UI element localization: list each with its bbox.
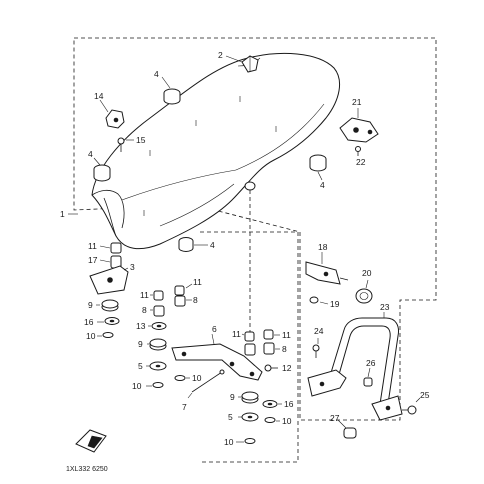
callout-6: 6 — [212, 324, 217, 334]
seat-bracket-2 — [241, 55, 259, 73]
rod-7 — [191, 369, 225, 393]
callout-17: 17 — [88, 255, 98, 265]
drawing-code: 1XL332 6250 — [66, 466, 108, 473]
bolt-24 — [312, 344, 320, 358]
nut-10-center-b — [174, 375, 186, 381]
callout-10-right-a: 10 — [282, 416, 292, 426]
seat-hook-14 — [105, 109, 125, 129]
collar-11-left — [110, 242, 122, 254]
nut-10-left — [102, 332, 114, 338]
callout-3: 3 — [130, 262, 135, 272]
callout-22: 22 — [356, 157, 366, 167]
nut-10-right-b — [244, 438, 256, 444]
cap-27 — [343, 427, 357, 439]
callout-13: 13 — [136, 321, 146, 331]
callout-10-right-b: 10 — [224, 437, 234, 447]
damper-4-left — [93, 164, 111, 182]
orientation-mark — [75, 429, 107, 453]
callout-2: 2 — [218, 50, 223, 60]
washer-5-center — [149, 361, 167, 371]
callout-11-right-a: 11 — [232, 329, 241, 339]
callout-20: 20 — [362, 268, 372, 278]
seat-lock-21 — [339, 117, 379, 143]
callout-25: 25 — [420, 390, 430, 400]
callout-23: 23 — [380, 302, 390, 312]
washer-16-right — [262, 400, 278, 408]
damper-4-bottom — [178, 237, 194, 252]
nut-10-right-a — [264, 417, 276, 423]
callout-8-right: 8 — [282, 344, 287, 354]
hinge-plate-6 — [171, 343, 263, 381]
callout-16-left: 16 — [84, 317, 94, 327]
callout-10-center-b: 10 — [192, 373, 202, 383]
callout-9-right: 9 — [230, 392, 235, 402]
nut-10-center-a — [152, 382, 164, 388]
callout-21: 21 — [352, 97, 362, 107]
callout-7: 7 — [182, 402, 187, 412]
callout-11-left: 11 — [88, 241, 97, 251]
assembly-boundary — [73, 37, 437, 421]
callout-4-top: 4 — [154, 69, 159, 79]
callout-9-center: 9 — [138, 339, 143, 349]
callout-11-right-b: 11 — [282, 330, 291, 340]
cap-19 — [309, 296, 319, 304]
washer-16-left — [104, 317, 120, 325]
bolt-15 — [117, 137, 125, 152]
damper-4-top — [163, 88, 181, 105]
callout-8-center-a: 8 — [142, 305, 147, 315]
callout-15: 15 — [136, 135, 146, 145]
assembly-boundary-lower — [200, 231, 299, 463]
damper-9-left — [101, 299, 119, 312]
callout-11-center-a: 11 — [140, 290, 149, 300]
screw-22 — [355, 146, 361, 156]
spacer-8-center-a — [153, 305, 165, 317]
spacer-8-right — [244, 342, 275, 356]
callout-9-left: 9 — [88, 300, 93, 310]
callout-8-center-b: 8 — [193, 295, 198, 305]
callout-16-right: 16 — [284, 399, 294, 409]
callout-5-right: 5 — [228, 412, 233, 422]
callout-10-center-a: 10 — [132, 381, 142, 391]
callout-4-right: 4 — [320, 180, 325, 190]
callout-27: 27 — [330, 413, 340, 423]
seat — [91, 52, 341, 250]
collar-11-right-a — [244, 331, 255, 342]
callout-18: 18 — [318, 242, 328, 252]
callout-14: 14 — [94, 91, 104, 101]
bolt-25 — [402, 405, 417, 415]
callout-4-left: 4 — [88, 149, 93, 159]
collar-11-center-b — [174, 285, 185, 296]
callout-24: 24 — [314, 326, 324, 336]
damper-9-center — [149, 338, 167, 351]
callout-10-left: 10 — [86, 331, 96, 341]
callout-12: 12 — [282, 363, 292, 373]
callout-19: 19 — [330, 299, 340, 309]
callout-5-center: 5 — [138, 361, 143, 371]
damper-4-right — [309, 154, 327, 172]
collar-11-right-b — [263, 329, 274, 340]
section-label: 1 — [60, 209, 65, 219]
grab-bar-23 — [307, 317, 403, 421]
callout-4-bottom: 4 — [210, 240, 215, 250]
bolt-12 — [264, 364, 278, 372]
knob-20 — [355, 288, 373, 304]
callout-11-center-b: 11 — [193, 277, 202, 287]
collar-26 — [363, 377, 373, 387]
seat-latch — [244, 181, 256, 332]
spacer-8-center-b — [174, 295, 186, 307]
damper-9-right — [241, 391, 259, 404]
hinge-bracket-3 — [89, 265, 129, 295]
callout-26: 26 — [366, 358, 376, 368]
washer-5-right — [241, 412, 259, 422]
collar-11-center-a — [153, 290, 164, 301]
washer-13 — [151, 322, 167, 330]
lock-cylinder-18 — [305, 261, 349, 285]
